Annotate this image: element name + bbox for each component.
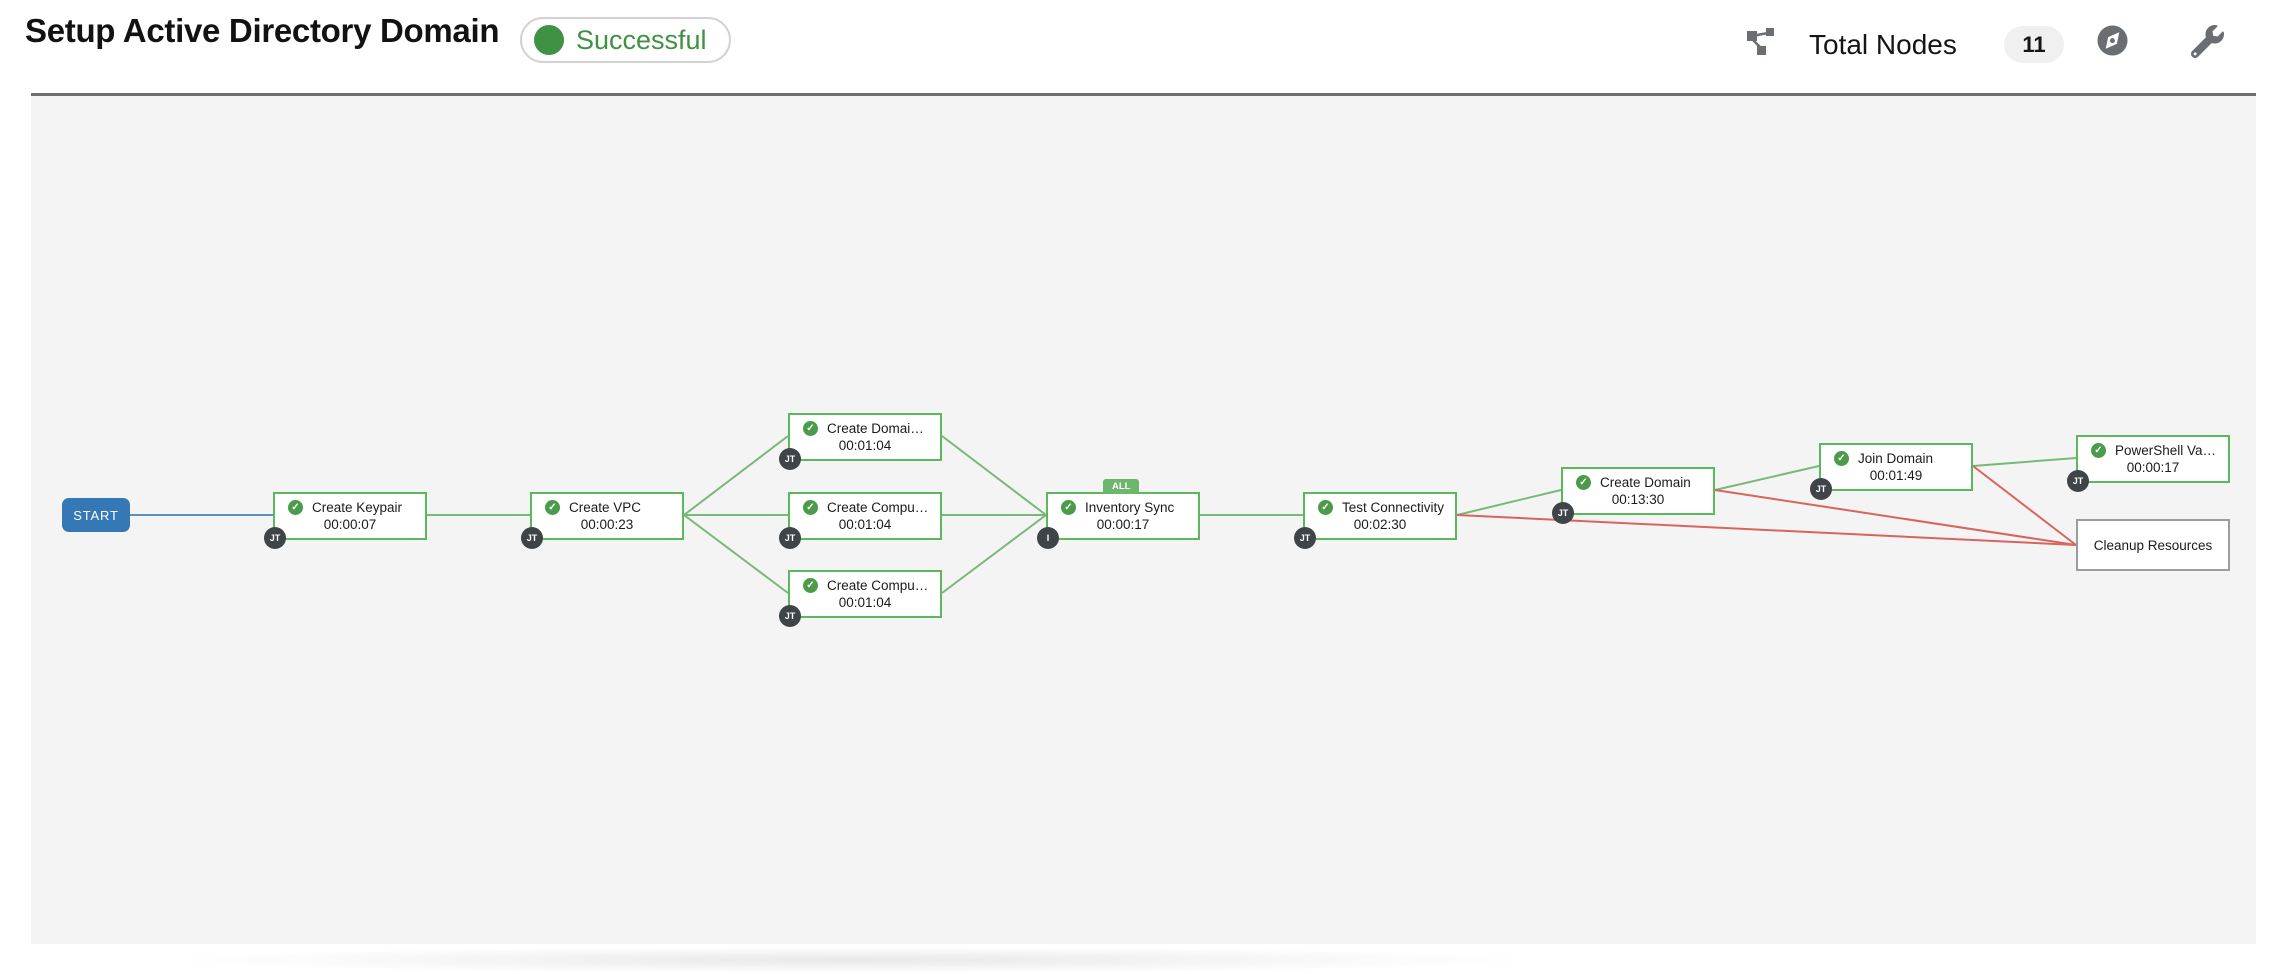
node-type-badge: JT [779, 448, 801, 470]
node-label: Join Domain [1858, 451, 1934, 466]
check-circle-icon [2091, 443, 2106, 458]
convergence-all-badge: ALL [1103, 479, 1140, 494]
status-badge-label: Successful [576, 24, 707, 55]
node-type-badge: JT [1294, 527, 1316, 549]
node-type-badge: JT [1810, 478, 1832, 500]
compass-icon[interactable] [2097, 25, 2128, 56]
node-type-badge: JT [264, 527, 286, 549]
node-elapsed: 00:01:04 [838, 517, 892, 532]
node-type-badge: JT [779, 605, 801, 627]
node-create-computer-1[interactable]: Create Computer (1) 00:01:04 JT [779, 492, 942, 549]
node-create-keypair[interactable]: Create Keypair 00:00:07 JT [264, 492, 427, 549]
check-circle-icon [803, 421, 818, 436]
node-elapsed: 00:01:04 [838, 438, 892, 453]
check-circle-icon [803, 578, 818, 593]
node-label: Inventory Sync [1085, 500, 1175, 515]
node-label: Create Keypair [312, 500, 403, 515]
node-elapsed: 00:13:30 [1611, 492, 1665, 507]
node-elapsed: 00:00:17 [1096, 517, 1150, 532]
total-nodes-count-badge: 11 [2004, 26, 2064, 63]
node-type-badge: JT [1552, 502, 1574, 524]
check-circle-icon [1576, 475, 1591, 490]
node-label: Create Computer (2) [827, 578, 930, 593]
node-elapsed: 00:02:30 [1353, 517, 1407, 532]
check-circle-icon [803, 500, 818, 515]
node-elapsed: 00:01:49 [1869, 468, 1923, 483]
check-circle-icon [534, 25, 564, 55]
node-label: Cleanup Resources [2093, 537, 2213, 553]
node-label: Test Connectivity [1342, 500, 1445, 515]
total-nodes-label: Total Nodes [1809, 29, 1957, 60]
bottom-shadow [140, 946, 1560, 974]
start-node[interactable]: START [62, 498, 130, 532]
node-label: Create Computer (1) [827, 500, 930, 515]
node-create-computer-2[interactable]: Create Computer (2) 00:01:04 JT [779, 570, 942, 627]
node-type-badge: I [1037, 527, 1059, 549]
node-powershell-validation[interactable]: PowerShell Validation 00:00:17 JT [2067, 435, 2230, 492]
node-inventory-sync[interactable]: ALL Inventory Sync 00:00:17 I [1037, 479, 1200, 549]
node-test-connectivity[interactable]: Test Connectivity 00:02:30 JT [1294, 492, 1457, 549]
workflow-icon [1747, 28, 1774, 55]
node-create-domain[interactable]: Create Domain 00:13:30 JT [1552, 467, 1715, 524]
node-create-domain-controller[interactable]: Create Domain Contr... 00:01:04 JT [779, 413, 942, 470]
check-circle-icon [1834, 451, 1849, 466]
node-label: PowerShell Validation [2115, 443, 2218, 458]
node-type-badge: JT [521, 527, 543, 549]
check-circle-icon [288, 500, 303, 515]
check-circle-icon [545, 500, 560, 515]
node-label: Create VPC [569, 500, 642, 515]
node-cleanup-resources[interactable]: Cleanup Resources [2076, 519, 2230, 571]
node-join-domain[interactable]: Join Domain 00:01:49 JT [1810, 443, 1973, 500]
node-label: Create Domain [1600, 475, 1691, 490]
page-title: Setup Active Directory Domain [25, 12, 500, 49]
node-elapsed: 00:01:04 [838, 595, 892, 610]
node-create-vpc[interactable]: Create VPC 00:00:23 JT [521, 492, 684, 549]
check-circle-icon [1061, 500, 1076, 515]
check-circle-icon [1318, 500, 1333, 515]
status-badge: Successful [520, 17, 731, 63]
header: Setup Active Directory Domain Successful… [0, 0, 2290, 93]
node-elapsed: 00:00:17 [2126, 460, 2180, 475]
node-elapsed: 00:00:23 [580, 517, 634, 532]
node-type-badge: JT [779, 527, 801, 549]
node-type-badge: JT [2067, 470, 2089, 492]
node-elapsed: 00:00:07 [323, 517, 377, 532]
wrench-icon[interactable] [2191, 25, 2224, 58]
workflow-canvas[interactable]: START Create Keypair 00:00:07 JT Create … [31, 93, 2256, 944]
node-label: Create Domain Contr... [827, 421, 930, 436]
